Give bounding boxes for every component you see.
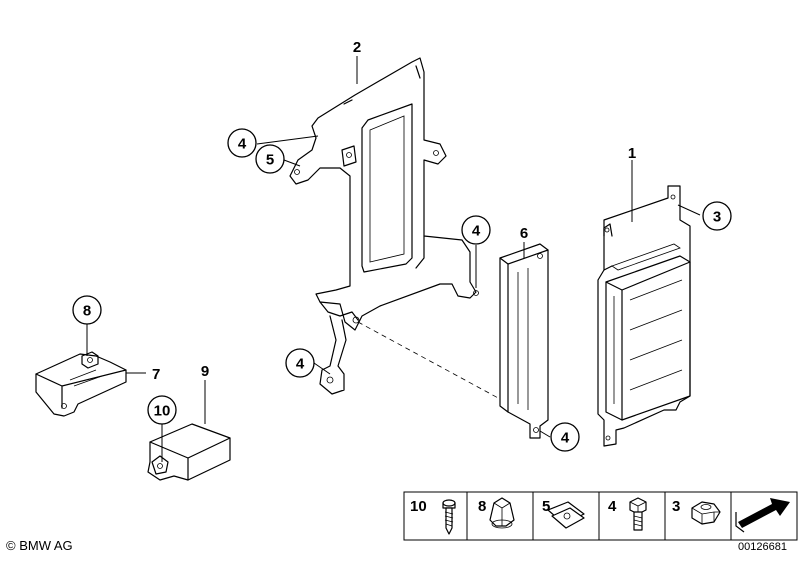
callout-10: 10 [147,395,177,425]
callout-4-top-left: 4 [227,128,257,158]
arrow-icon [735,498,790,533]
callout-4-text: 4 [238,136,247,153]
assembly-dashed-line [357,321,525,413]
hex-bolt-icon [629,497,647,531]
label-part-7: 7 [152,366,160,383]
legend-panel: 10 8 5 4 3 [403,491,798,541]
callout-10-text: 10 [154,403,171,420]
callout-5: 5 [255,144,285,174]
callout-4-text: 4 [296,356,305,373]
label-part-6: 6 [520,225,528,242]
control-unit-part-1 [597,185,691,447]
diagram-id: 00126681 [738,541,787,553]
sensor-part-9 [147,423,231,481]
callout-4-text: 4 [561,430,570,447]
callout-8: 8 [72,295,102,325]
legend-item-5: 5 [542,498,550,515]
copyright-text: © BMW AG [6,538,73,553]
label-part-9: 9 [201,363,209,380]
legend-item-3: 3 [672,498,680,515]
callout-4-lower-left: 4 [285,348,315,378]
hex-nut-icon [691,501,721,525]
callout-5-text: 5 [266,152,274,169]
callout-3-text: 3 [713,209,721,226]
clip-nut-icon [547,501,585,529]
callout-8-text: 8 [83,303,91,320]
nut-icon [489,497,515,529]
callout-3: 3 [702,201,732,231]
label-part-2: 2 [353,39,361,56]
callout-4-bottom: 4 [550,422,580,452]
sensor-part-7 [35,351,127,417]
label-part-1: 1 [628,145,636,162]
legend-item-10: 10 [410,498,427,515]
legend-item-4: 4 [608,498,617,515]
callout-4-text: 4 [472,223,481,240]
screw-icon [442,499,456,535]
module-part-6 [499,243,549,439]
legend-item-8: 8 [478,498,486,515]
callout-4-right: 4 [461,215,491,245]
leader-lines [86,56,701,462]
bracket-part-2 [289,57,479,395]
